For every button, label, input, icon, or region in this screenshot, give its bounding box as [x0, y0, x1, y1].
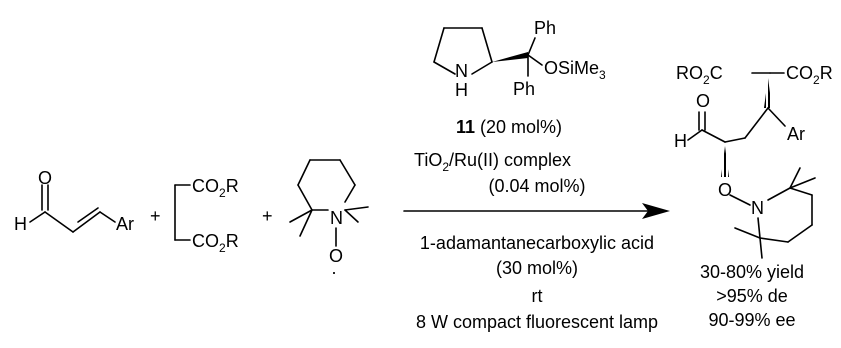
catalyst-structure: N H Ph OSiMe3 Ph	[433, 18, 606, 100]
malonate-bottom-co: CO2R	[192, 231, 239, 255]
catalyst-n-label: N	[455, 61, 468, 81]
ee-result: 90-99% ee	[708, 310, 795, 330]
malonate-top-co: CO2R	[192, 176, 239, 200]
aldehyde-o-label: O	[38, 168, 52, 188]
product-n-label: N	[751, 198, 764, 218]
product-o-link-label: O	[718, 180, 732, 200]
aldehyde-ar-label: Ar	[116, 214, 134, 234]
catalyst-ph-bottom: Ph	[513, 79, 535, 99]
plus-sign-1: +	[150, 206, 161, 226]
product-ro2c: RO2C	[676, 63, 723, 87]
tempo-o-label: O	[329, 246, 343, 266]
catalyst-h-label: H	[455, 80, 468, 100]
additive-loading: (30 mol%)	[496, 258, 578, 278]
product-h-label: H	[674, 131, 687, 151]
catalyst-osime3: OSiMe3	[544, 58, 606, 82]
malonate-reagent: CO2R CO2R	[174, 176, 239, 255]
product-ar-label: Ar	[787, 124, 805, 144]
temperature-label: rt	[532, 286, 543, 306]
yield-result: 30-80% yield	[700, 262, 804, 282]
catalyst-ph-top: Ph	[534, 18, 556, 38]
photocatalyst-label: TiO2/Ru(II) complex	[414, 150, 571, 174]
catalyst-label: 11(20 mol%)	[456, 117, 562, 137]
aldehyde-substrate: O H Ar	[14, 168, 134, 234]
plus-sign-2: +	[262, 206, 273, 226]
photocatalyst-loading: (0.04 mol%)	[488, 176, 585, 196]
product-o-label: O	[696, 91, 710, 111]
product-co2r: CO2R	[786, 63, 833, 87]
product-structure: RO2C CO2R Ar O H O N	[674, 63, 833, 259]
tempo-reagent: N O ·	[289, 159, 369, 282]
reaction-arrow	[403, 203, 670, 219]
additive-label: 1-adamantanecarboxylic acid	[420, 233, 654, 253]
light-source-label: 8 W compact fluorescent lamp	[416, 312, 658, 332]
aldehyde-h-label: H	[14, 214, 27, 234]
de-result: >95% de	[716, 286, 788, 306]
tempo-n-label: N	[330, 208, 343, 228]
tempo-radical-dot: ·	[331, 262, 337, 282]
